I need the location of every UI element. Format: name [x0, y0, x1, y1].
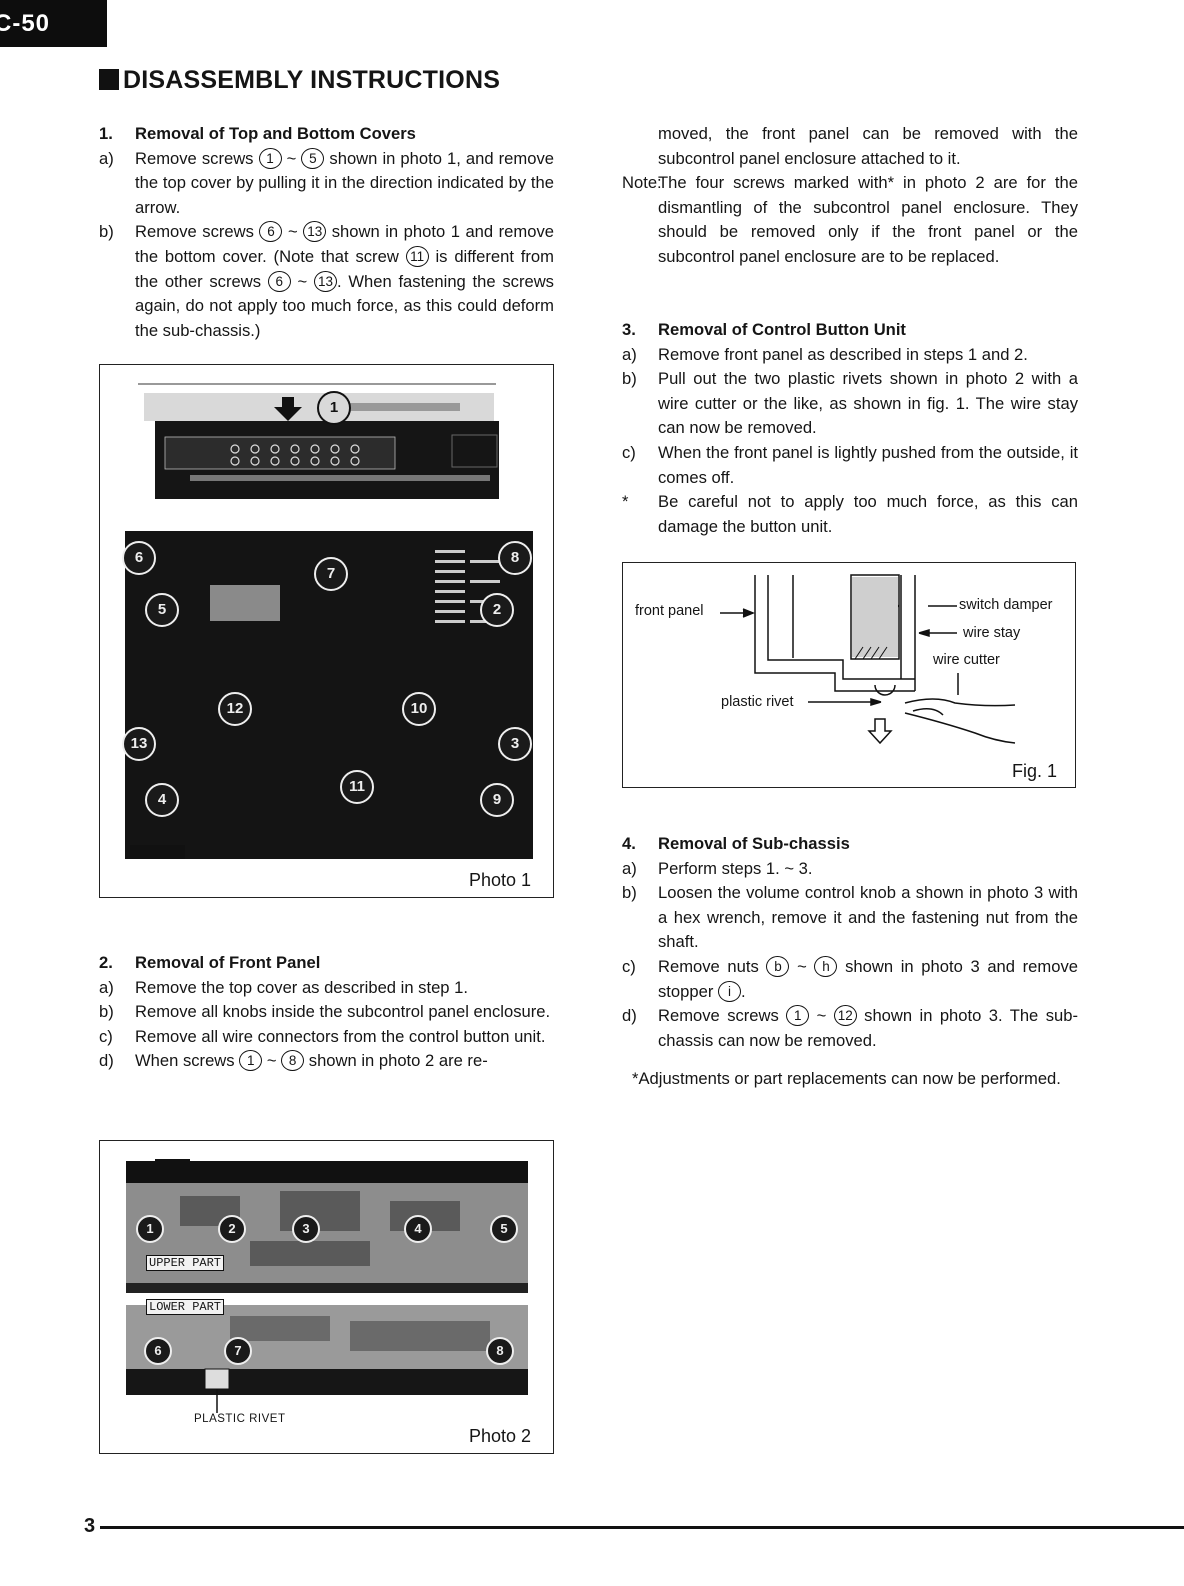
photo-marker: 8: [486, 1337, 514, 1365]
circled-number: 11: [405, 245, 429, 267]
photo-marker: 5: [145, 593, 179, 627]
section-4: 4.Removal of Sub-chassis a)Perform steps…: [622, 832, 1078, 1092]
section-2: 2.Removal of Front Panel a)Remove the to…: [99, 951, 554, 1074]
photo-1: 1 6 7 8 5 2 12 10 13 3 4 11 9 Photo 1: [99, 364, 554, 898]
note: Note: The four screws marked with* in ph…: [622, 173, 1078, 266]
circled-number: 1: [239, 1050, 263, 1072]
figure-1-caption: Fig. 1: [1011, 761, 1057, 781]
page-number: 3: [84, 1515, 96, 1537]
section-3-title: Removal of Control Button Unit: [658, 320, 906, 339]
page-heading: DISASSEMBLY INSTRUCTIONS: [99, 66, 500, 95]
section-1-step-b: b) Remove screws 6 ~ 13 shown in photo 1…: [99, 221, 554, 340]
section-4-step-b: Loosen the volume control knob a shown i…: [658, 883, 1078, 952]
photo-marker: 7: [314, 557, 348, 591]
section-2-step-a: Remove the top cover as described in ste…: [135, 977, 468, 997]
circled-number: 1: [786, 1005, 810, 1027]
photo-marker: 2: [480, 593, 514, 627]
photo-2-illustration: [126, 1159, 528, 1413]
photo-marker: 6: [144, 1337, 172, 1365]
section-1-step-a: a) Remove screws 1 ~ 5 shown in photo 1,…: [99, 147, 554, 217]
circled-number: 6: [259, 221, 283, 243]
photo-marker: 3: [498, 727, 532, 761]
circled-letter: h: [814, 955, 838, 977]
circled-number: 12: [833, 1005, 857, 1027]
photo-marker: 5: [490, 1215, 518, 1243]
photo-marker: 7: [224, 1337, 252, 1365]
photo-2: UPPER PART LOWER PART 1 2 3 4 5 6 7 8 PL…: [99, 1140, 554, 1454]
circled-letter: i: [717, 980, 741, 1002]
plastic-rivet-label: PLASTIC RIVET: [194, 1413, 286, 1425]
photo-marker: 4: [145, 783, 179, 817]
section-1: 1.Removal of Top and Bottom Covers a) Re…: [99, 122, 554, 343]
section-2-step-d: d) When screws 1 ~ 8 shown in photo 2 ar…: [99, 1050, 488, 1072]
photo-marker: 2: [218, 1215, 246, 1243]
heading-square-bullet: [99, 69, 119, 90]
photo-marker: 13: [122, 727, 156, 761]
circled-number: 1: [258, 147, 282, 169]
lower-part-label: LOWER PART: [146, 1299, 225, 1315]
section-4-step-d: d) Remove screws 1 ~ 12 shown in photo 3…: [622, 1005, 1078, 1050]
right-column-top: moved, the front panel can be removed wi…: [622, 122, 1078, 270]
photo-marker: 11: [340, 770, 374, 804]
photo-1-caption: Photo 1: [468, 870, 531, 890]
section-3: 3.Removal of Control Button Unit a)Remov…: [622, 318, 1078, 539]
section-2-title: Removal of Front Panel: [135, 953, 321, 972]
circled-number: 13: [313, 270, 337, 292]
photo-marker: 8: [498, 541, 532, 575]
photo-marker: 3: [292, 1215, 320, 1243]
section-3-caution: Be careful not to apply too much force, …: [658, 492, 1078, 536]
photo-2-caption: Photo 2: [468, 1426, 531, 1446]
label-front-panel: front panel: [635, 603, 704, 619]
circled-number: 13: [303, 221, 327, 243]
section-3-step-b: Pull out the two plastic rivets shown in…: [658, 369, 1078, 438]
section-2-step-c: Remove all wire connectors from the cont…: [135, 1026, 546, 1046]
photo-marker: 1: [317, 391, 351, 425]
footnote: *Adjustments or part replacements can no…: [632, 1069, 1061, 1089]
photo-marker: 4: [404, 1215, 432, 1243]
section-4-title: Removal of Sub-chassis: [658, 834, 850, 853]
footer-rule: [100, 1526, 1184, 1529]
section-2-continuation: moved, the front panel can be removed wi…: [658, 124, 1078, 168]
photo-marker: 10: [402, 692, 436, 726]
photo-marker: 12: [218, 692, 252, 726]
label-switch-damper: switch damper: [959, 597, 1053, 613]
section-1-title: Removal of Top and Bottom Covers: [135, 124, 416, 143]
figure-1: front panel switch damper wire stay wire…: [622, 562, 1076, 788]
photo-marker: 1: [136, 1215, 164, 1243]
photo-marker: 6: [122, 541, 156, 575]
circled-number: 8: [281, 1050, 305, 1072]
upper-part-label: UPPER PART: [146, 1255, 225, 1271]
section-3-step-a: Remove front panel as described in steps…: [658, 344, 1028, 364]
label-plastic-rivet: plastic rivet: [721, 694, 794, 710]
circled-letter: b: [766, 955, 790, 977]
section-3-step-c: When the front panel is lightly pushed f…: [658, 442, 1078, 487]
photo-marker: 9: [480, 783, 514, 817]
label-wire-cutter: wire cutter: [933, 652, 1000, 668]
circled-number: 5: [301, 147, 325, 169]
section-4-step-c: c) Remove nuts b ~ h shown in photo 3 an…: [622, 955, 1078, 1002]
figure-1-diagram: [720, 574, 1016, 745]
model-tag: C-50: [0, 0, 107, 47]
circled-number: 6: [267, 270, 291, 292]
section-4-step-a: Perform steps 1. ~ 3.: [658, 858, 813, 878]
label-wire-stay: wire stay: [963, 625, 1021, 641]
section-2-step-b: Remove all knobs inside the subcontrol p…: [135, 1002, 551, 1022]
